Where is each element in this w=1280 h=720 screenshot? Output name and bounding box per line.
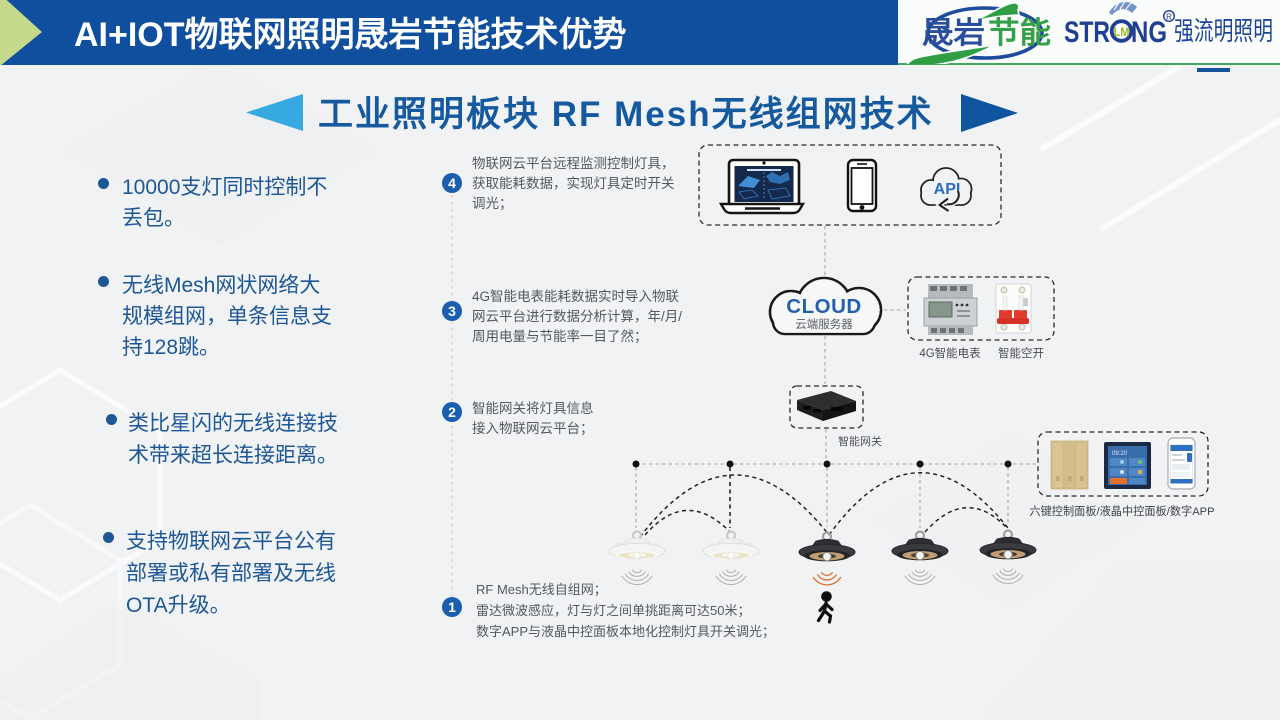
svg-text:NG: NG bbox=[1131, 16, 1167, 49]
svg-text:R: R bbox=[1166, 13, 1172, 22]
svg-text:CLOUD: CLOUD bbox=[786, 295, 861, 318]
svg-text:09:20: 09:20 bbox=[1112, 451, 1128, 457]
svg-text:晟岩: 晟岩 bbox=[922, 17, 985, 50]
svg-text:API: API bbox=[934, 181, 961, 198]
svg-text:节能: 节能 bbox=[988, 17, 1051, 50]
svg-text:STR: STR bbox=[1064, 16, 1110, 49]
svg-text:强流明照明: 强流明照明 bbox=[1174, 16, 1273, 46]
svg-text:LM: LM bbox=[1114, 25, 1130, 39]
svg-text:云端服务器: 云端服务器 bbox=[795, 317, 853, 331]
